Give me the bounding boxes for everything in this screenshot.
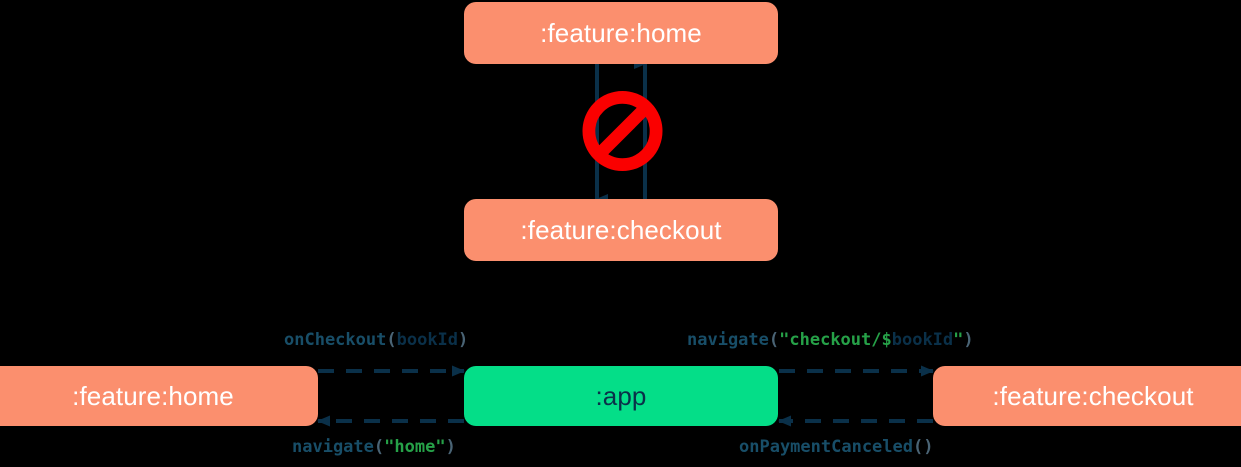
paren-close: ) <box>458 330 469 350</box>
fn-name: onCheckout <box>284 330 387 350</box>
paren-close: ) <box>923 437 934 457</box>
paren-open: ( <box>373 437 385 457</box>
node-label: :feature:home <box>540 17 702 48</box>
node-feature-home-bottom[interactable]: :feature:home <box>0 366 318 426</box>
node-feature-home-top[interactable]: :feature:home <box>464 2 778 64</box>
node-feature-checkout-top[interactable]: :feature:checkout <box>464 199 778 261</box>
paren-open: ( <box>913 437 924 457</box>
edge-label-navigate-checkout: navigate("checkout/$bookId") <box>687 330 974 350</box>
paren-close: ) <box>963 330 974 350</box>
paren-open: ( <box>768 330 780 350</box>
node-app[interactable]: :app <box>464 366 778 426</box>
string-interpolation-var: bookId <box>891 330 954 350</box>
fn-name: onPaymentCanceled <box>739 437 913 457</box>
string-literal-prefix: "checkout/$ <box>779 330 892 350</box>
node-label: :feature:home <box>72 380 234 411</box>
node-label: :feature:checkout <box>992 380 1194 411</box>
node-label: :feature:checkout <box>520 214 722 245</box>
paren-close: ) <box>445 437 456 457</box>
edge-label-navigate-home: navigate("home") <box>292 437 456 457</box>
node-feature-checkout-bottom[interactable]: :feature:checkout <box>933 366 1241 426</box>
fn-name: navigate <box>687 330 769 350</box>
edge-label-onpaymentcanceled: onPaymentCanceled() <box>739 437 934 457</box>
edge-label-oncheckout: onCheckout(bookId) <box>284 330 468 350</box>
fn-arg: bookId <box>396 330 459 350</box>
paren-open: ( <box>386 330 397 350</box>
fn-name: navigate <box>292 437 374 457</box>
node-label: :app <box>595 380 647 411</box>
string-literal-suffix: " <box>953 330 964 350</box>
string-literal: "home" <box>384 437 446 457</box>
prohibition-icon <box>582 91 663 171</box>
